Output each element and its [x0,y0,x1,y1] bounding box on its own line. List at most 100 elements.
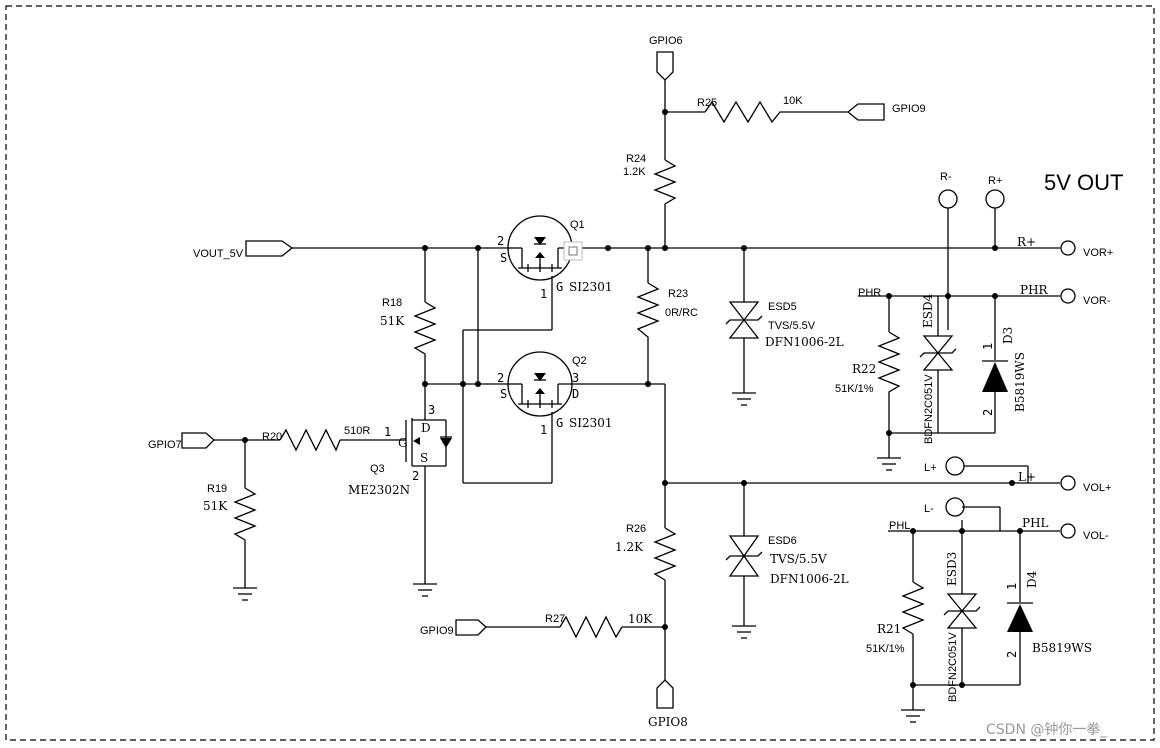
svg-text:B5819WS: B5819WS [1032,641,1092,655]
transistor-q2: 2 S 3 D 1 G Q2 SI2301 [497,351,613,437]
svg-text:2: 2 [981,409,995,416]
svg-text:SI2301: SI2301 [569,416,613,430]
svg-text:ESD6: ESD6 [768,535,797,547]
svg-text:ESD4: ESD4 [921,293,935,328]
svg-text:Q2: Q2 [572,355,587,367]
svg-text:L+: L+ [924,462,937,474]
svg-text:VOUT_5V: VOUT_5V [193,248,244,260]
svg-text:BDFN2C051V: BDFN2C051V [947,632,959,702]
test-point-l-plus: L+ [924,456,965,476]
transistor-q3: 1 G S D 3 2 Q3 ME2302N [348,403,452,497]
svg-text:2: 2 [497,234,504,248]
tvs-esd6: ESD6 TVS/5.5V DFN1006-2L [725,535,849,586]
svg-text:BDFN2C051V: BDFN2C051V [923,374,935,444]
resistor-r27: R27 10K [545,612,653,639]
svg-text:10K: 10K [783,95,803,107]
ground-q3 [412,583,438,597]
svg-text:B5819WS: B5819WS [1013,352,1027,412]
svg-text:R27: R27 [545,613,565,625]
svg-text:1: 1 [1005,583,1019,590]
svg-text:R18: R18 [382,297,402,309]
net-label-phl-right: PHL [1022,516,1049,530]
tvs-esd4: ESD4 BDFN2C051V [919,293,957,444]
net-label-phl-left: PHL [889,520,910,532]
resistor-r21: R21 51K/1% [866,581,925,655]
svg-text:TVS/5.5V: TVS/5.5V [768,320,816,332]
svg-text:2: 2 [1005,651,1019,658]
svg-text:L-: L- [924,503,934,515]
wires [214,80,1060,710]
net-label-l-plus: L+ [1018,470,1036,484]
svg-text:1: 1 [540,287,547,301]
vor-plus-terminal: VOR+ [1060,240,1113,259]
svg-text:DFN1006-2L: DFN1006-2L [765,335,844,349]
svg-text:1.2K: 1.2K [615,540,644,554]
svg-text:0R/RC: 0R/RC [665,307,698,319]
svg-text:DFN1006-2L: DFN1006-2L [770,572,849,586]
svg-text:GPIO6: GPIO6 [649,35,683,47]
svg-text:S: S [500,387,507,401]
svg-text:VOR+: VOR+ [1083,247,1113,259]
svg-text:S: S [500,251,507,265]
ground-phr [876,457,902,471]
gpio6-top-port: GPIO6 [649,35,683,81]
resistor-r18: R18 51K [380,297,437,358]
gpio7-port: GPIO7 [148,432,215,451]
vol-minus-terminal: VOL- [1060,523,1109,542]
test-point-r-plus: R+ [985,175,1005,209]
svg-text:1: 1 [384,425,391,439]
svg-text:510R: 510R [344,425,370,437]
gpio9-bottom-port: GPIO9 [420,619,487,637]
resistor-r22: R22 51K/1% [835,331,901,398]
svg-text:Q1: Q1 [570,219,585,231]
svg-text:R23: R23 [668,288,688,300]
net-label-r-plus: R+ [1017,235,1036,249]
svg-text:R21: R21 [877,622,901,636]
svg-text:R-: R- [940,171,952,183]
svg-text:1: 1 [981,343,995,350]
svg-text:D4: D4 [1025,570,1039,588]
resistor-r20: R20 510R [262,425,370,452]
svg-text:S: S [420,451,428,465]
svg-text:2: 2 [497,371,504,385]
test-point-l-minus: L- [924,497,965,517]
svg-text:GPIO9: GPIO9 [892,103,926,115]
svg-text:R24: R24 [626,153,646,165]
svg-text:ESD3: ESD3 [945,552,959,586]
vol-plus-terminal: VOL+ [1060,475,1111,494]
svg-text:R26: R26 [626,523,646,535]
svg-text:VOR-: VOR- [1083,295,1111,307]
svg-text:GPIO7: GPIO7 [148,439,182,451]
svg-text:G: G [398,436,408,450]
resistor-r23: R23 0R/RC [636,282,698,343]
ground-esd5 [731,392,757,406]
gpio9-right-port: GPIO9 [846,103,926,121]
svg-text:51K/1%: 51K/1% [835,383,874,395]
svg-text:R22: R22 [852,362,876,376]
ground-phl [900,709,926,723]
transistor-q1: 2 S 1 G Q1 SI2301 [497,215,613,301]
svg-text:51K/1%: 51K/1% [866,643,905,655]
svg-text:3: 3 [428,403,435,417]
tvs-esd5: ESD5 TVS/5.5V DFN1006-2L [725,301,844,349]
svg-text:D3: D3 [1001,327,1015,344]
svg-text:1: 1 [540,423,547,437]
svg-text:VOL+: VOL+ [1083,482,1111,494]
sheet-border [5,5,1155,741]
vor-minus-terminal: VOR- [1060,288,1111,307]
svg-text:GPIO9: GPIO9 [420,625,454,637]
svg-text:R25: R25 [697,97,717,109]
svg-text:GPIO8: GPIO8 [648,715,688,729]
svg-text:R+: R+ [988,175,1002,187]
svg-text:3: 3 [572,371,579,385]
gpio8-port: GPIO8 [648,679,688,729]
net-label-phr-left: PHR [858,287,881,299]
svg-text:51K: 51K [380,314,405,328]
ground-r19 [232,587,258,601]
resistor-r25: R25 10K [697,95,803,124]
diode-d3: D3 1 2 B5819WS [981,327,1027,416]
tvs-esd3: ESD3 BDFN2C051V [943,552,981,702]
section-title: 5V OUT [1044,170,1123,195]
svg-text:SI2301: SI2301 [569,280,613,294]
